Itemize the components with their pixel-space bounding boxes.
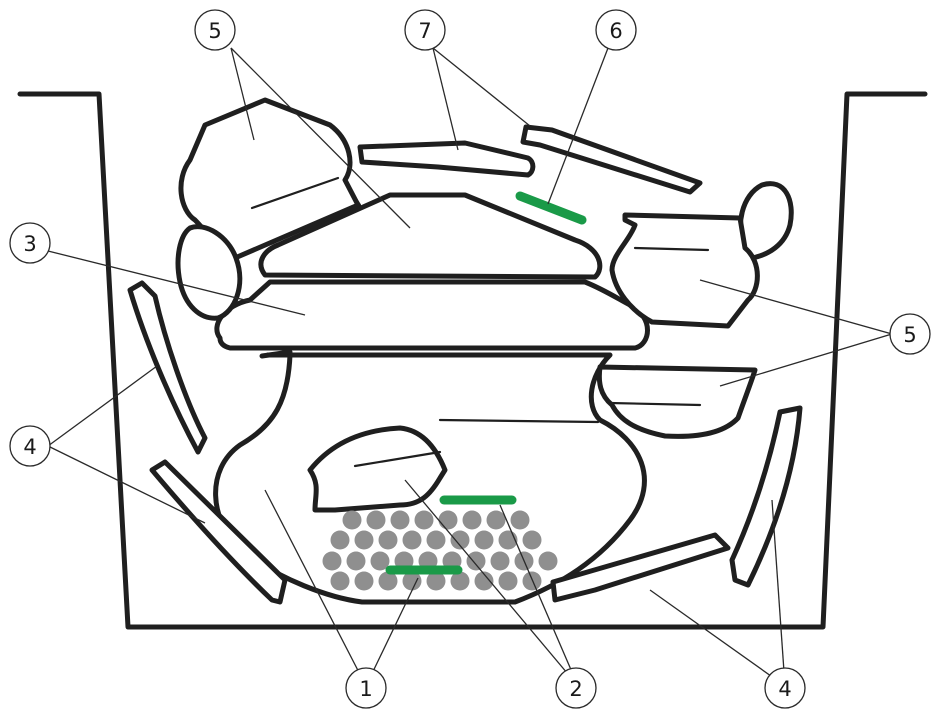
callout-5-top-label: 5 [208, 19, 221, 43]
callout-6-label: 6 [609, 19, 622, 43]
inner-small-bowl [307, 425, 448, 513]
bead [474, 530, 494, 550]
bead [342, 510, 362, 530]
bead [378, 571, 398, 591]
bead [498, 571, 518, 591]
right-bowl-line [608, 401, 702, 407]
large-vessel-rim-left [259, 349, 293, 359]
bead [490, 551, 510, 571]
right-shard-upper [729, 405, 803, 588]
bead [510, 510, 530, 530]
right-jug-handle [738, 181, 794, 261]
bead [330, 530, 350, 550]
bead [402, 530, 422, 550]
left-shard-lower [149, 459, 288, 605]
bead [426, 571, 446, 591]
leader-lines [47, 47, 893, 687]
callout-4-left-label: 4 [23, 435, 36, 459]
bead [322, 551, 342, 571]
top-left-pot-divider [250, 176, 340, 210]
bead [466, 551, 486, 571]
callout-3: 3 [9, 222, 51, 264]
bead [474, 571, 494, 591]
bead [538, 551, 558, 571]
callout-4-bottom: 4 [764, 667, 806, 709]
bead [390, 510, 410, 530]
callout-4-left: 4 [9, 425, 51, 467]
callout-6: 6 [595, 9, 637, 51]
bead [402, 571, 422, 591]
top-plate-left [357, 140, 536, 178]
bead [414, 510, 434, 530]
bead [426, 530, 446, 550]
bead [450, 530, 470, 550]
bead [366, 510, 386, 530]
callout-7-label: 7 [418, 19, 431, 43]
left-shard-upper [127, 280, 208, 455]
callout-1-label: 1 [359, 677, 372, 701]
bead [354, 571, 374, 591]
callout-4-bottom-label: 4 [778, 677, 791, 701]
right-shard-lower [550, 532, 731, 603]
top-left-pot-neck [343, 180, 362, 207]
bead [346, 551, 366, 571]
callout-3-label: 3 [23, 232, 36, 256]
bead [522, 571, 542, 591]
kiln-container [17, 91, 928, 630]
callout-7: 7 [404, 9, 446, 51]
bead [330, 571, 350, 591]
right-jug [609, 212, 760, 329]
callout-1: 1 [345, 667, 387, 709]
callout-2-label: 2 [569, 677, 582, 701]
inner-small-bowl-line [353, 450, 442, 468]
bead [462, 510, 482, 530]
bead [486, 510, 506, 530]
callout-5-top: 5 [194, 9, 236, 51]
vessel-inner-line [438, 418, 600, 424]
bead [378, 530, 398, 550]
lid-plate-lower [214, 279, 650, 351]
bead-pile [322, 510, 558, 591]
bead [450, 571, 470, 591]
right-bowl [596, 364, 758, 439]
wire-upper [515, 191, 587, 225]
bead [354, 530, 374, 550]
callout-5-right: 5 [889, 313, 931, 355]
bead [438, 510, 458, 530]
upper-lid [258, 192, 603, 280]
right-jug-line [633, 246, 710, 252]
top-plate-right [520, 124, 703, 195]
bead [370, 551, 390, 571]
callout-2: 2 [555, 667, 597, 709]
callout-5-right-label: 5 [903, 323, 916, 347]
bead [522, 530, 542, 550]
